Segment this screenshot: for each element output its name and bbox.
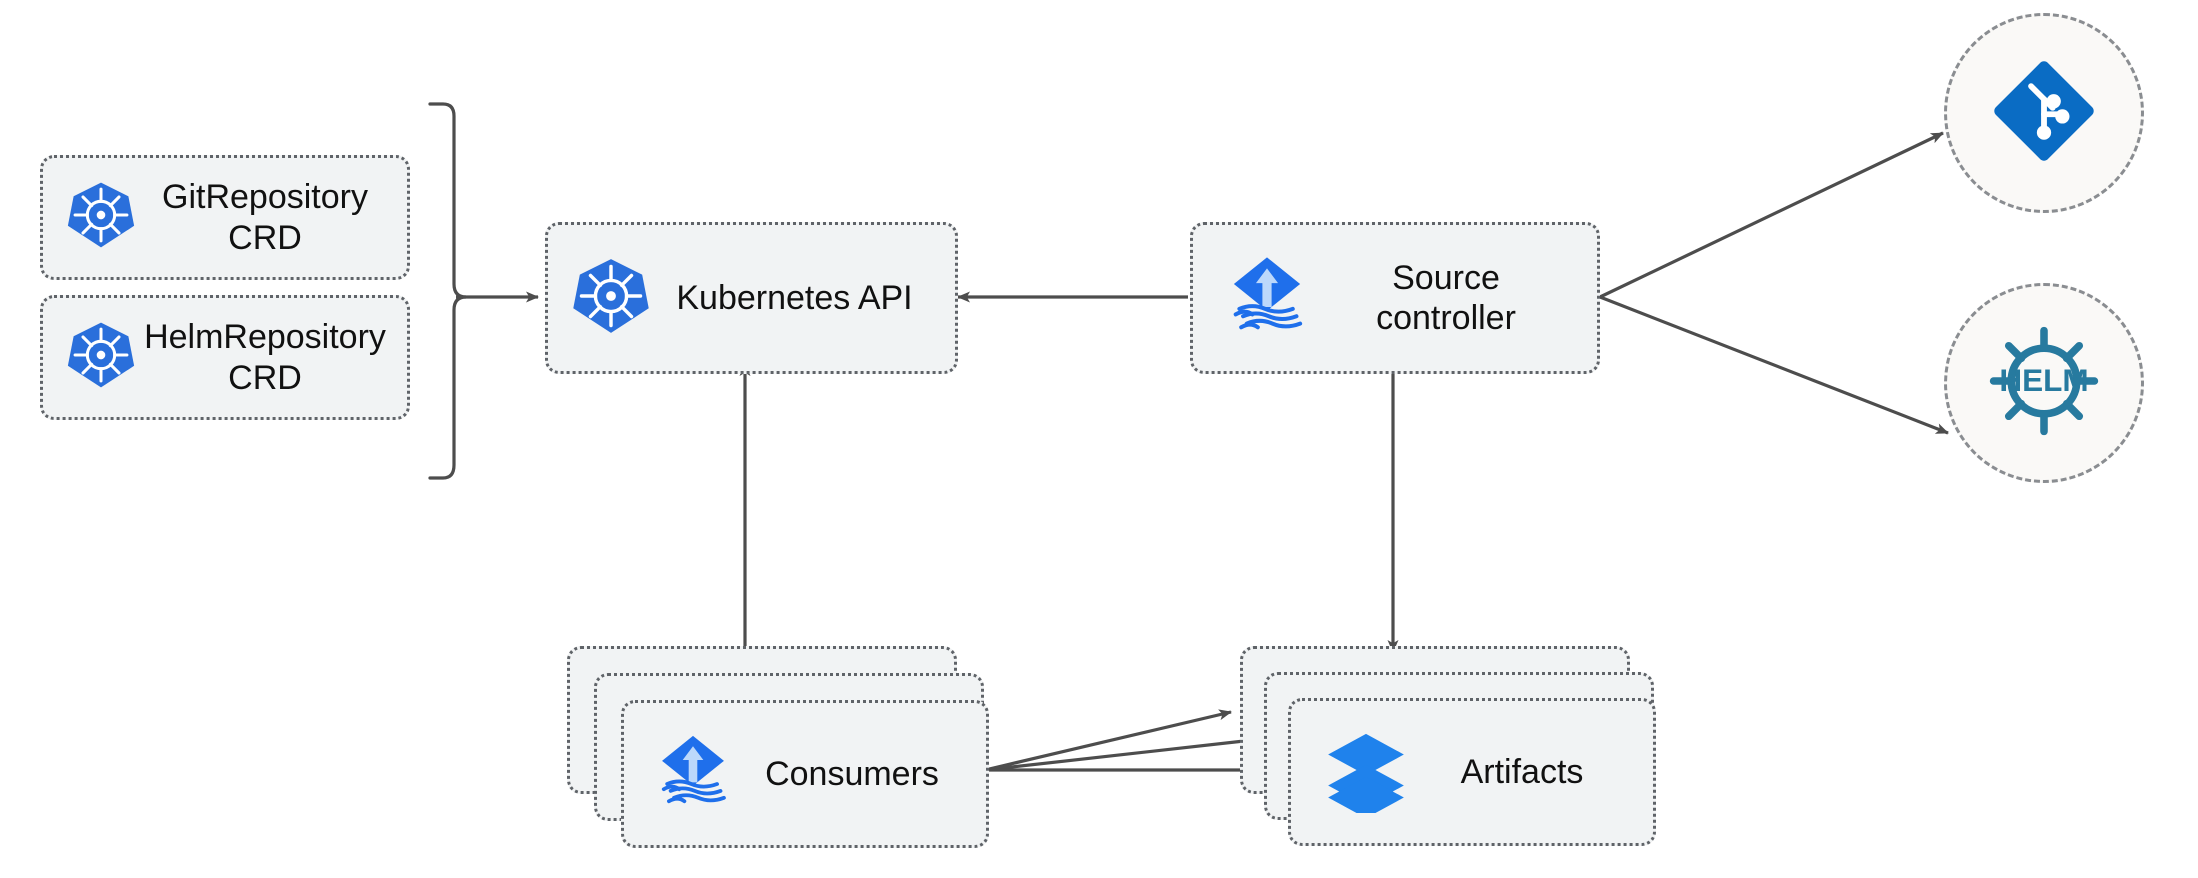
node-label-line1: HelmRepository: [144, 318, 386, 357]
flux-icon: [1221, 250, 1313, 347]
edge-consumers-to-artifacts: [984, 709, 1279, 776]
node-label-line1: Consumers: [765, 754, 939, 793]
node-label-line2: CRD: [228, 218, 302, 257]
node-label: Artifacts: [1409, 752, 1635, 792]
kubernetes-icon: [570, 255, 652, 342]
git-icon: [1990, 57, 2098, 170]
node-git-repo-source[interactable]: [1944, 13, 2144, 213]
node-label: HelmRepository CRD: [137, 317, 393, 397]
node-label-line1: GitRepository: [162, 178, 368, 217]
node-label-line1: Kubernetes API: [676, 278, 913, 317]
node-label: GitRepository CRD: [137, 177, 393, 257]
kubernetes-icon: [65, 179, 137, 256]
node-helm-repository-crd[interactable]: HelmRepository CRD: [40, 295, 410, 420]
flux-icon: [650, 729, 736, 820]
kubernetes-icon: [65, 319, 137, 396]
node-label-line2: controller: [1376, 299, 1516, 337]
helm-icon: HELM: [1981, 318, 2107, 449]
node-label-line1: Artifacts: [1460, 752, 1584, 791]
node-label: Consumers: [736, 754, 968, 794]
layers-icon: [1323, 727, 1409, 818]
helm-wordmark: HELM: [1999, 362, 2088, 398]
node-source-controller[interactable]: Source controller: [1190, 222, 1600, 374]
node-helm-repo-source[interactable]: HELM: [1944, 283, 2144, 483]
node-kubernetes-api[interactable]: Kubernetes API: [545, 222, 958, 374]
node-label: Kubernetes API: [652, 278, 937, 318]
crd-bracket: [428, 102, 539, 480]
node-label-line1: Source: [1392, 258, 1500, 297]
node-label-line2: CRD: [228, 358, 302, 397]
node-label: Source controller: [1313, 258, 1579, 338]
node-git-repository-crd[interactable]: GitRepository CRD: [40, 155, 410, 280]
node-artifacts[interactable]: Artifacts: [1288, 698, 1656, 846]
edge-source-controller-to-repositories: [1599, 131, 1949, 435]
node-consumers[interactable]: Consumers: [621, 700, 989, 848]
